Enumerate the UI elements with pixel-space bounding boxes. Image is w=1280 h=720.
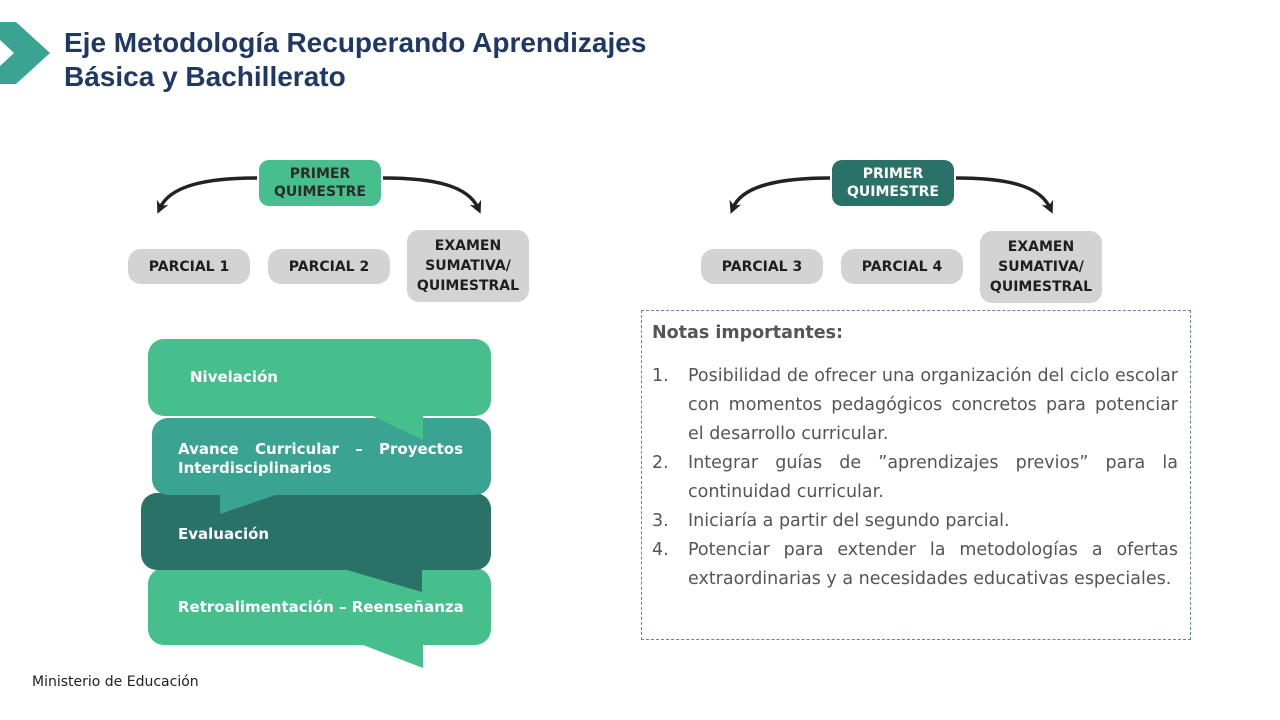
notes-box: Notas importantes: 1. Posibilidad de ofre… — [641, 310, 1191, 640]
stack-label-avance: Avance Curricular – Proyectos Interdisci… — [178, 440, 463, 477]
notes-item-text: Posibilidad de ofrecer una organización … — [688, 366, 1178, 444]
page-title: Eje Metodología Recuperando Aprendizajes… — [64, 26, 646, 94]
footer-ministry: Ministerio de Educación — [32, 674, 199, 690]
notes-item-number: 2. — [652, 453, 669, 473]
title-line-2: Básica y Bachillerato — [64, 61, 346, 92]
notes-item-number: 1. — [652, 366, 669, 386]
notes-item-text: Integrar guías de ”aprendizajes previos”… — [688, 453, 1178, 502]
quimestre-box-right: PRIMER QUIMESTRE — [832, 160, 954, 206]
notes-title: Notas importantes: — [652, 323, 844, 343]
notes-item-number: 4. — [652, 540, 669, 560]
notes-item-number: 3. — [652, 511, 669, 531]
examen-box-left: EXAMEN SUMATIVA/ QUIMESTRAL — [407, 230, 529, 302]
stack-label-retroalimentacion: Retroalimentación – Reenseñanza — [178, 598, 464, 616]
bubble-nivelacion — [148, 339, 491, 440]
stack-label-evaluacion: Evaluación — [178, 525, 270, 543]
parcial-3-pill: PARCIAL 3 — [701, 249, 823, 284]
bubble-avance — [152, 418, 491, 514]
chevron-logo-icon — [0, 22, 50, 84]
quimestre-box-left: PRIMER QUIMESTRE — [259, 160, 381, 206]
stack-label-nivelacion: Nivelación — [190, 368, 278, 386]
notes-item-text: Potenciar para extender la metodologías … — [688, 540, 1178, 589]
notes-item-text: Iniciaría a partir del segundo parcial. — [688, 511, 1010, 531]
examen-box-right: EXAMEN SUMATIVA/ QUIMESTRAL — [980, 231, 1102, 303]
parcial-2-pill: PARCIAL 2 — [268, 249, 390, 284]
notes-item-1: 1. Posibilidad de ofrecer una organizació… — [652, 362, 1178, 449]
notes-item-3: 3. Iniciaría a partir del segundo parcial… — [652, 507, 1178, 536]
parcial-4-pill: PARCIAL 4 — [841, 249, 963, 284]
notes-item-2: 2. Integrar guías de ”aprendizajes previo… — [652, 449, 1178, 507]
bubble-evaluacion — [141, 493, 491, 592]
notes-list: 1. Posibilidad de ofrecer una organizació… — [652, 362, 1178, 594]
title-line-1: Eje Metodología Recuperando Aprendizajes — [64, 27, 647, 58]
parcial-1-pill: PARCIAL 1 — [128, 249, 250, 284]
bubble-retroalimentacion — [148, 568, 491, 668]
notes-item-4: 4. Potenciar para extender la metodología… — [652, 536, 1178, 594]
